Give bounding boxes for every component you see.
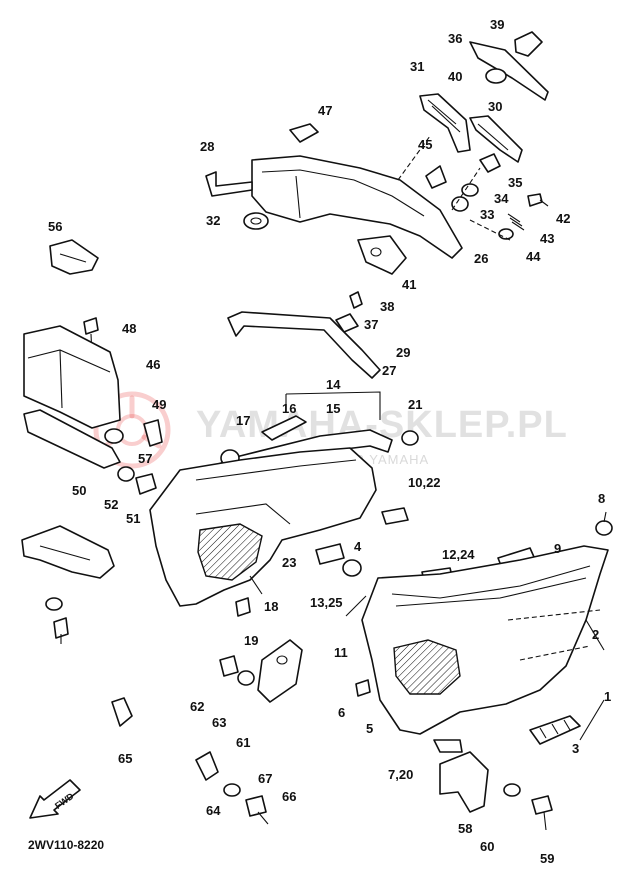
- callout-57: 57: [138, 451, 153, 466]
- callout-65: 65: [118, 751, 133, 766]
- callout-42: 42: [556, 211, 571, 226]
- callout-15: 15: [326, 401, 341, 416]
- callout-1: 1: [604, 689, 612, 704]
- callout-11: 11: [334, 645, 348, 660]
- callout-37: 37: [364, 317, 379, 332]
- callout-28: 28: [200, 139, 215, 154]
- callout-38: 38: [380, 299, 395, 314]
- callout-31: 31: [410, 59, 425, 74]
- callout-7-20: 7,20: [388, 767, 414, 782]
- callout-16: 16: [282, 401, 297, 416]
- callout-66: 66: [282, 789, 297, 804]
- callout-34: 34: [494, 191, 509, 206]
- callout-46: 46: [146, 357, 161, 372]
- callout-17: 17: [236, 413, 251, 428]
- callout-10-22: 10,22: [408, 475, 441, 490]
- callout-63: 63: [212, 715, 227, 730]
- callout-52: 52: [104, 497, 119, 512]
- callout-41: 41: [402, 277, 417, 292]
- callout-40: 40: [448, 69, 463, 84]
- callout-45: 45: [418, 137, 433, 152]
- callout-4: 4: [354, 539, 362, 554]
- callout-33: 33: [480, 207, 495, 222]
- callout-3: 3: [572, 741, 580, 756]
- callout-49: 49: [152, 397, 167, 412]
- callout-14: 14: [326, 377, 341, 392]
- callout-59: 59: [540, 851, 555, 866]
- callout-5: 5: [366, 721, 374, 736]
- callout-48: 48: [122, 321, 137, 336]
- callout-2: 2: [592, 627, 600, 642]
- callout-9: 9: [554, 541, 562, 556]
- callout-43: 43: [540, 231, 555, 246]
- callout-50: 50: [72, 483, 87, 498]
- callout-58: 58: [458, 821, 473, 836]
- callout-39: 39: [490, 17, 505, 32]
- callout-44: 44: [526, 249, 541, 264]
- callout-21: 21: [408, 397, 423, 412]
- callout-32: 32: [206, 213, 221, 228]
- callout-13-25: 13,25: [310, 595, 343, 610]
- callout-12-24: 12,24: [442, 547, 475, 562]
- callout-67: 67: [258, 771, 273, 786]
- callout-64: 64: [206, 803, 221, 818]
- callout-61: 61: [236, 735, 251, 750]
- callout-56: 56: [48, 219, 63, 234]
- callout-18: 18: [264, 599, 279, 614]
- callout-60: 60: [480, 839, 495, 854]
- callout-27: 27: [382, 363, 397, 378]
- callout-8: 8: [598, 491, 606, 506]
- callout-35: 35: [508, 175, 523, 190]
- diagram-code: 2WV110-8220: [28, 838, 105, 852]
- callout-30: 30: [488, 99, 503, 114]
- callout-51: 51: [126, 511, 141, 526]
- callout-23: 23: [282, 555, 297, 570]
- callout-36: 36: [448, 31, 463, 46]
- callout-6: 6: [338, 705, 346, 720]
- callout-47: 47: [318, 103, 333, 118]
- callout-26: 26: [474, 251, 489, 266]
- callout-62: 62: [190, 699, 205, 714]
- callout-19: 19: [244, 633, 259, 648]
- callout-29: 29: [396, 345, 411, 360]
